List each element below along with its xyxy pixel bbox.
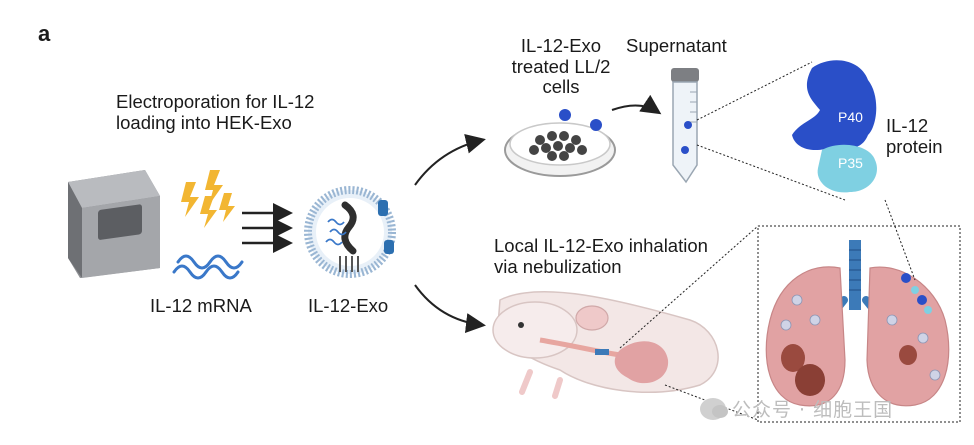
mouse-icon: [492, 291, 719, 399]
inhalation-line-2: via nebulization: [494, 255, 622, 277]
panel-label: a: [38, 21, 51, 46]
electroporation-line-1: Electroporation for IL-12: [116, 91, 315, 112]
arrow-to-cells: [414, 133, 486, 186]
zoom-lines-protein: [696, 61, 846, 201]
inhalation-label: Local IL-12-Exo inhalation via nebulizat…: [494, 235, 708, 277]
lung-zoom-box: [757, 225, 961, 423]
lightning-bolts-icon: [181, 170, 235, 228]
p35-label: P35: [838, 155, 863, 171]
supernatant-tube-icon: [671, 68, 699, 184]
wechat-icon: [700, 397, 728, 420]
protein-line-1: IL-12: [886, 115, 929, 136]
p40-label: P40: [838, 109, 863, 125]
arrow-to-mouse: [414, 284, 486, 334]
treated-line-1: IL-12-Exo: [520, 35, 602, 56]
treated-line-3: cells: [542, 76, 580, 98]
protein-label: IL-12 protein: [886, 115, 943, 157]
arrow-to-tube: [611, 94, 662, 115]
lungs-icon: [765, 240, 950, 407]
transfer-arrows: [242, 203, 293, 253]
treated-line-2: treated LL/2: [511, 55, 611, 77]
il12-protein-icon: [792, 60, 878, 193]
electroporation-text: Electroporation for IL-12 loading into H…: [116, 91, 315, 133]
inhalation-line-1: Local IL-12-Exo inhalation: [494, 235, 708, 256]
electroporator-device-icon: [68, 170, 160, 278]
exo-label: IL-12-Exo: [308, 295, 389, 316]
watermark-text: 公众号 · 细胞王国: [732, 399, 894, 421]
electroporation-line-2: loading into HEK-Exo: [116, 111, 292, 133]
supernatant-label: Supernatant: [626, 35, 727, 56]
il12-exosome-icon: [304, 186, 396, 278]
petri-dish-icon: [504, 109, 616, 177]
protein-line-2: protein: [886, 135, 943, 157]
mrna-strands-icon: [172, 254, 244, 280]
watermark: 公众号 · 细胞王国: [700, 395, 893, 422]
mrna-label: IL-12 mRNA: [150, 295, 252, 316]
treated-cells-label: IL-12-Exo treated LL/2 cells: [496, 35, 626, 98]
